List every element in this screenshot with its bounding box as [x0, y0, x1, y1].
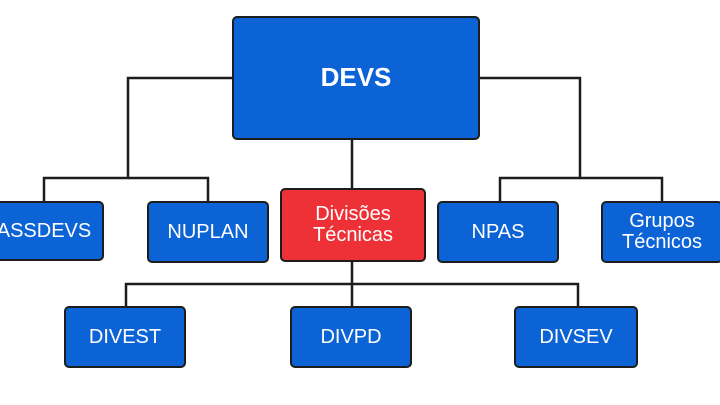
- node-grupos-tecnicos-label: Grupos Técnicos: [621, 210, 703, 253]
- node-divisoes-tecnicas: Divisões Técnicas: [280, 188, 426, 262]
- node-divest: DIVEST: [64, 306, 186, 368]
- node-divpd: DIVPD: [290, 306, 412, 368]
- connector-root-grupos: [580, 176, 664, 203]
- node-divsev: DIVSEV: [514, 306, 638, 368]
- connector-root-right: [480, 76, 582, 203]
- node-devs: DEVS: [232, 16, 480, 140]
- node-npas-label: NPAS: [471, 220, 525, 243]
- connector-root-nuplan: [128, 176, 210, 203]
- node-assdevs: ASSDEVS: [0, 201, 104, 261]
- node-divisoes-tecnicas-label: Divisões Técnicas: [312, 203, 394, 246]
- node-divsev-label: DIVSEV: [539, 325, 613, 348]
- node-assdevs-label: ASSDEVS: [0, 219, 92, 242]
- node-grupos-tecnicos: Grupos Técnicos: [601, 201, 720, 263]
- connector-divisoes-children: [124, 282, 580, 308]
- node-npas: NPAS: [437, 201, 559, 263]
- node-nuplan: NUPLAN: [147, 201, 269, 263]
- node-divest-label: DIVEST: [88, 325, 162, 348]
- node-devs-label: DEVS: [320, 62, 392, 93]
- connector-root-left: [42, 76, 232, 203]
- node-divpd-label: DIVPD: [320, 325, 382, 348]
- node-nuplan-label: NUPLAN: [167, 220, 249, 243]
